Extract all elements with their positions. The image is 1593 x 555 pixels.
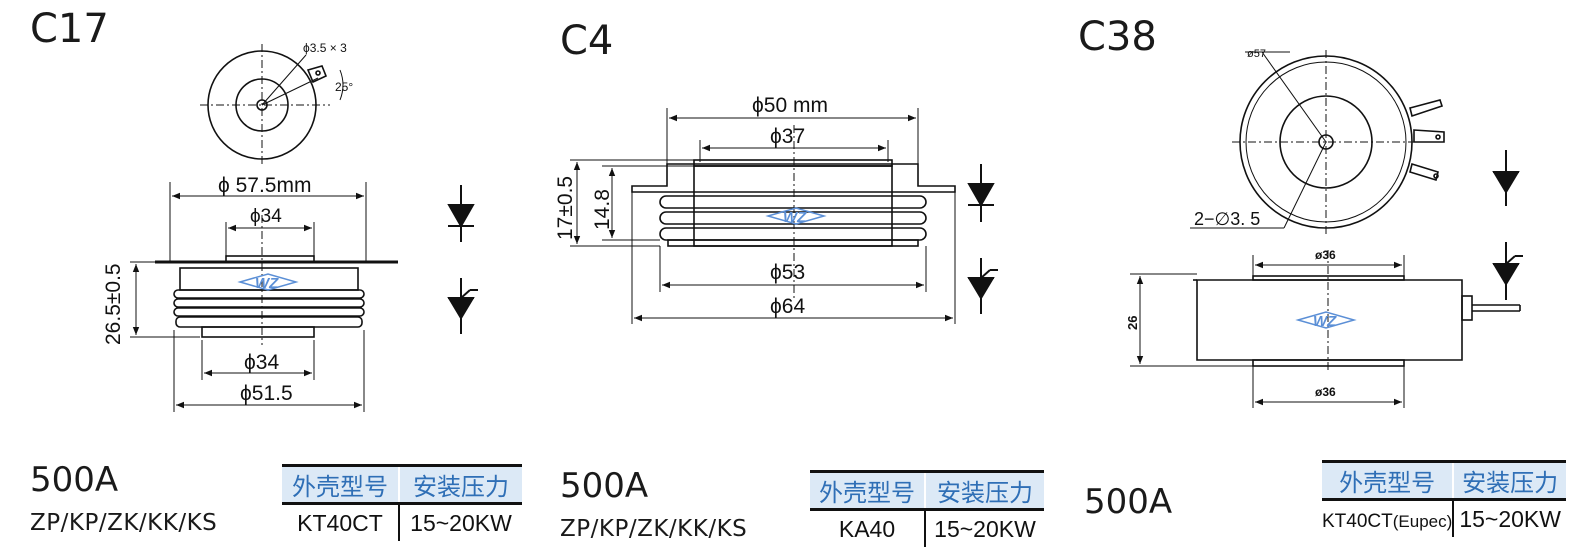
c17-rating: 500A [30, 460, 119, 500]
c38-outer-dim: ø57 [1247, 48, 1266, 60]
c4-height-body-dim: 14.8 [591, 189, 614, 230]
c38-thyristor-symbol [1492, 242, 1523, 300]
c38-height-dim: 26 [1125, 316, 1140, 330]
c17-spec-table: 外壳型号 安装压力 KT40CT 15~20KW [282, 464, 522, 541]
c17-hole-dim: ϕ3.5 × 3 [303, 41, 347, 55]
c4-side-view [570, 108, 956, 324]
c4-header-type: 外壳型号 [810, 470, 926, 511]
package-title-c38: C38 [1078, 14, 1157, 60]
c17-angle-dim: 25° [335, 80, 353, 94]
c38-logo: WZ [1295, 311, 1357, 330]
c38-top-face-dim: ø36 [1315, 248, 1336, 262]
c17-top-face-dim: ϕ34 [250, 206, 282, 227]
c4-height-total-dim: 17±0.5 [554, 176, 577, 240]
c4-pressure: 15~20KW [934, 515, 1036, 542]
c4-header-pressure: 安装压力 [925, 470, 1044, 511]
c4-rating: 500A [560, 466, 649, 506]
c17-thyristor-symbol [447, 278, 478, 334]
c17-outer-dim: ϕ 57.5mm [218, 174, 311, 197]
c17-height-dim: 26.5±0.5 [102, 263, 125, 345]
c17-body-dim: ϕ51.5 [240, 382, 293, 405]
c38-diode-symbol [1492, 150, 1520, 206]
c17-header-type: 外壳型号 [282, 464, 400, 505]
c38-header-type: 外壳型号 [1322, 460, 1455, 501]
c17-top-view [200, 44, 344, 165]
c4-case-type: KA40 [810, 509, 926, 547]
c17-diode-symbol [447, 185, 475, 242]
c17-bottom-face-dim: ϕ34 [244, 351, 279, 374]
svg-text:WZ: WZ [783, 209, 807, 226]
c38-pressure: 15~20KW [1459, 505, 1561, 532]
c4-thyristor-symbol [967, 258, 998, 314]
c4-types: ZP/KP/ZK/KK/KS [560, 516, 748, 542]
c4-body-dim: ϕ53 [770, 261, 805, 284]
c4-outer-dim: ϕ64 [770, 295, 805, 318]
c4-flange-dim: ϕ50 mm [752, 94, 828, 117]
c38-header-pressure: 安装压力 [1453, 460, 1566, 501]
c4-spec-table: 外壳型号 安装压力 KA40 15~20KW [810, 470, 1044, 547]
c17-logo: WZ [237, 273, 299, 292]
c17-pressure: 15~20KW [410, 509, 512, 536]
c38-case-type-suffix: (Eupec) [1392, 511, 1453, 531]
c17-types: ZP/KP/ZK/KK/KS [30, 510, 218, 536]
c38-top-view [1190, 50, 1445, 236]
c38-case-type-main: KT40CT [1322, 510, 1393, 532]
package-title-c17: C17 [30, 6, 109, 52]
c4-logo: WZ [765, 207, 827, 226]
svg-text:WZ: WZ [255, 275, 279, 292]
c38-case-type: KT40CT(Eupec) [1322, 499, 1455, 537]
c38-holes-dim: 2−∅3. 5 [1194, 209, 1260, 229]
c4-diode-symbol [967, 164, 995, 222]
c38-rating: 500A [1084, 482, 1173, 522]
c38-bottom-face-dim: ø36 [1315, 385, 1336, 399]
c17-side-view [130, 182, 398, 412]
package-title-c4: C4 [560, 18, 614, 64]
c17-case-type: KT40CT [282, 503, 400, 541]
c38-spec-table: 外壳型号 安装压力 KT40CT(Eupec) 15~20KW [1322, 460, 1566, 537]
c38-side-view [1130, 250, 1521, 408]
c4-top-face-dim: ϕ37 [770, 125, 805, 148]
svg-text:WZ: WZ [1313, 313, 1337, 330]
c17-header-pressure: 安装压力 [399, 464, 522, 505]
